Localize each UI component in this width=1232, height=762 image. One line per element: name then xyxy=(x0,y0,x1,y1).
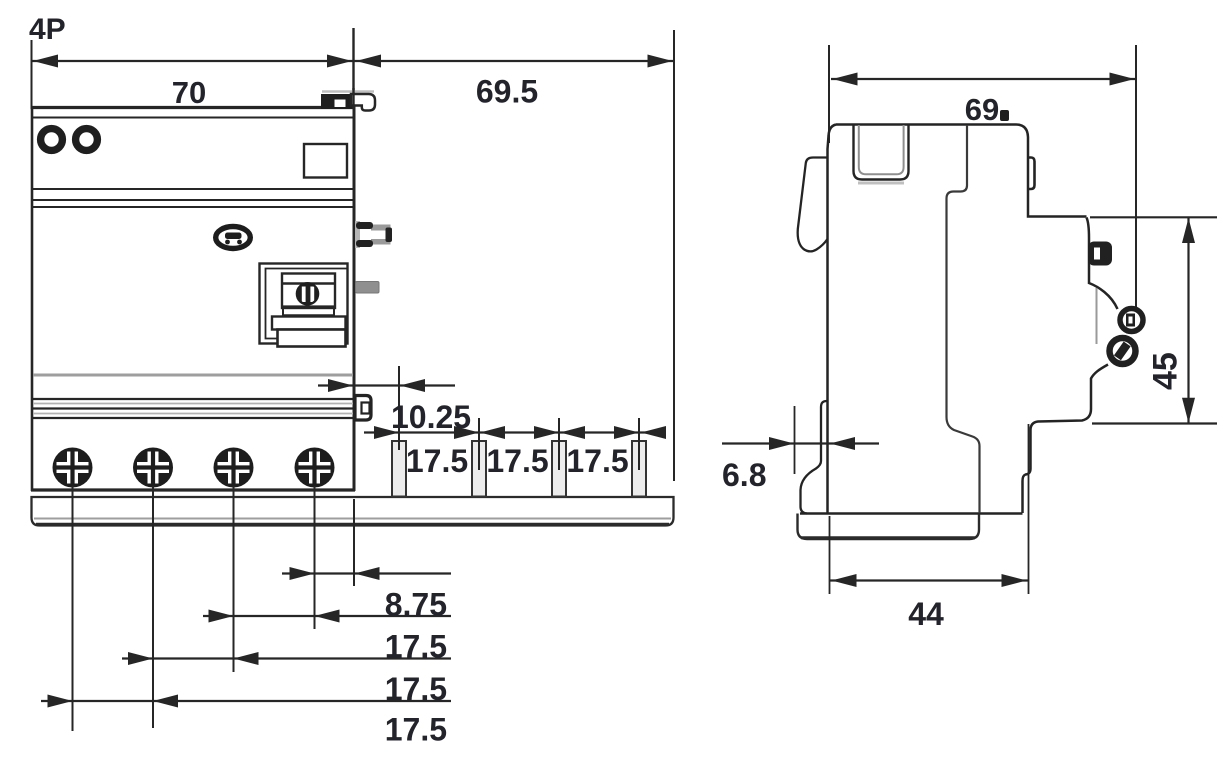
svg-text:8.75: 8.75 xyxy=(385,587,447,623)
svg-text:69: 69 xyxy=(965,92,999,127)
svg-text:4P: 4P xyxy=(29,13,66,46)
svg-text:17.5: 17.5 xyxy=(385,629,447,665)
svg-text:44: 44 xyxy=(908,596,944,632)
svg-text:17.5: 17.5 xyxy=(385,671,447,707)
svg-text:45: 45 xyxy=(1147,352,1185,390)
svg-text:6.8: 6.8 xyxy=(722,457,766,493)
svg-text:17.5: 17.5 xyxy=(566,443,628,479)
svg-text:10.25: 10.25 xyxy=(391,399,471,435)
svg-text:17.5: 17.5 xyxy=(406,443,468,479)
svg-text:69.5: 69.5 xyxy=(476,74,538,110)
svg-text:17.5: 17.5 xyxy=(486,443,548,479)
svg-text:70: 70 xyxy=(172,75,206,110)
svg-text:17.5: 17.5 xyxy=(385,712,447,748)
